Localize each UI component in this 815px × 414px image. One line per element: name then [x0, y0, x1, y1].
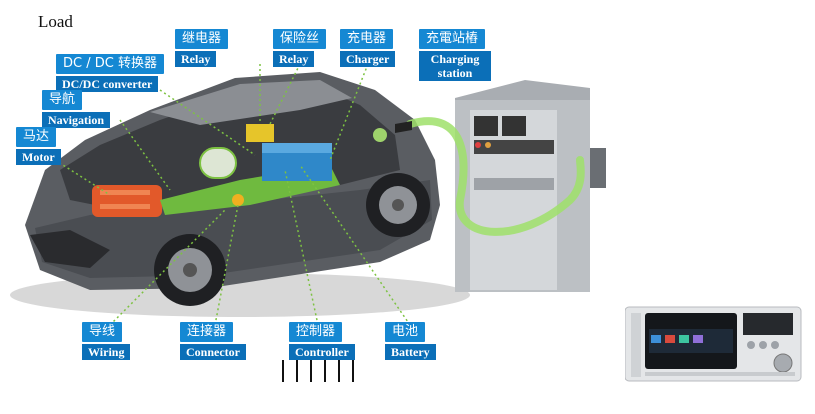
label-battery-en: Battery — [385, 344, 436, 360]
label-relay-1-en: Relay — [175, 51, 217, 67]
label-dcdc-en: DC/DC converter — [56, 76, 159, 92]
load-instrument-device-icon — [625, 306, 802, 382]
label-connector-zh: 连接器 — [180, 322, 234, 342]
label-wiring: 导线 Wiring — [82, 322, 131, 360]
charging-station-illustration-icon — [395, 80, 606, 292]
tick-marks — [282, 360, 362, 382]
label-relay-1: 继电器 Relay — [175, 29, 229, 67]
ev-car-illustration-icon — [25, 72, 440, 306]
label-fuse: 保险丝 Relay — [273, 29, 327, 67]
label-dcdc-zh: DC / DC 转换器 — [56, 54, 164, 74]
label-motor-zh: 马达 — [16, 127, 57, 147]
tick-mark — [324, 360, 326, 382]
label-fuse-en: Relay — [273, 51, 315, 67]
label-navigation-en: Navigation — [42, 112, 111, 128]
tick-mark — [310, 360, 312, 382]
label-connector-en: Connector — [180, 344, 246, 360]
label-motor: 马达 Motor — [16, 127, 61, 165]
label-wiring-zh: 导线 — [82, 322, 123, 342]
tick-mark — [352, 360, 354, 382]
label-charging-station-en: Charging station — [419, 51, 491, 81]
tick-mark — [282, 360, 284, 382]
diagram-title: Load — [38, 12, 73, 31]
tick-mark — [296, 360, 298, 382]
label-controller-en: Controller — [289, 344, 355, 360]
label-relay-1-zh: 继电器 — [175, 29, 229, 49]
label-charger-en: Charger — [340, 51, 396, 67]
label-charging-station: 充電站樁 Charging station — [419, 29, 499, 81]
label-charger: 充电器 Charger — [340, 29, 396, 67]
label-navigation: 导航 Navigation — [42, 90, 111, 128]
label-charging-station-zh: 充電站樁 — [419, 29, 486, 49]
leader-lines-icon — [54, 63, 411, 326]
label-controller-zh: 控制器 — [289, 322, 343, 342]
label-fuse-zh: 保险丝 — [273, 29, 327, 49]
label-controller: 控制器 Controller — [289, 322, 355, 360]
label-charger-zh: 充电器 — [340, 29, 394, 49]
label-navigation-zh: 导航 — [42, 90, 83, 110]
label-connector: 连接器 Connector — [180, 322, 246, 360]
label-battery: 电池 Battery — [385, 322, 436, 360]
label-wiring-en: Wiring — [82, 344, 131, 360]
label-motor-en: Motor — [16, 149, 61, 165]
label-dcdc: DC / DC 转换器 DC/DC converter — [56, 54, 164, 92]
tick-mark — [338, 360, 340, 382]
label-battery-zh: 电池 — [385, 322, 426, 342]
